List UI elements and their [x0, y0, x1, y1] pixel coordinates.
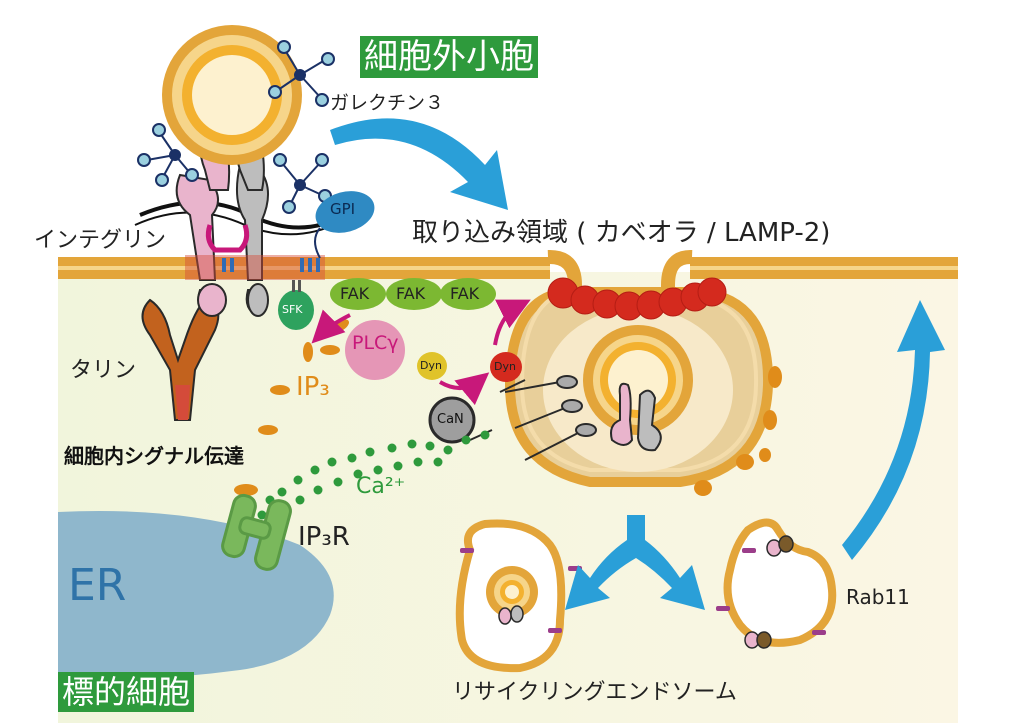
rab11-label: Rab11 [846, 585, 910, 609]
calcium-dots [257, 430, 490, 520]
caveola-dots [694, 366, 782, 496]
exosome-vesicle [162, 25, 302, 165]
er-label: ER [68, 560, 127, 611]
fak-label-3: FAK [450, 284, 480, 303]
talin-label: タリン [70, 358, 137, 383]
fak-label-1: FAK [340, 284, 370, 303]
galectin-3-molecules [137, 40, 335, 214]
dyn-red [490, 352, 522, 382]
gpi-protein [315, 191, 375, 233]
plcg-label: PLCγ [352, 332, 399, 354]
fak-cluster [330, 278, 496, 310]
uptake-region-label: 取り込み領域 ( カベオラ / LAMP-2) [412, 218, 831, 248]
ip3-label: IP₃ [296, 372, 330, 402]
ip3r-channel [221, 493, 292, 571]
gpi-label: GPI [330, 200, 356, 218]
recycling-endosome-left [455, 519, 582, 673]
integrin-label: インテグリン [34, 228, 167, 253]
signaling-label: 細胞内シグナル伝達 [64, 444, 244, 468]
flow-arrows [330, 118, 945, 610]
lipid-anchors [222, 258, 320, 272]
dyn-label-yellow: Dyn [420, 359, 442, 372]
plcg-enzyme [345, 320, 405, 380]
dyn-yellow [417, 352, 447, 380]
ip3r-label: IP₃R [298, 522, 350, 552]
internalized-vesicle [583, 325, 693, 452]
target-cell-label: 標的細胞 [58, 672, 195, 712]
recycling-endosome-label: リサイクリングエンドソーム [452, 680, 737, 705]
ca-label: Ca²⁺ [356, 474, 406, 499]
signal-arrows [311, 299, 531, 406]
caveola-receptors [504, 375, 597, 461]
caveolin-beads [547, 277, 727, 321]
exosome-label: 細胞外小胞 [360, 36, 538, 78]
dyn-label-red: Dyn [494, 360, 516, 373]
sfk-kinase [278, 290, 314, 330]
recycling-endosome-right [716, 518, 837, 649]
sfk-label: SFK [282, 303, 303, 316]
can-calcineurin [428, 396, 476, 444]
fak-label-2: FAK [396, 284, 426, 303]
galectin3-label: ガレクチン３ [330, 92, 445, 114]
can-label: CaN [437, 412, 464, 427]
